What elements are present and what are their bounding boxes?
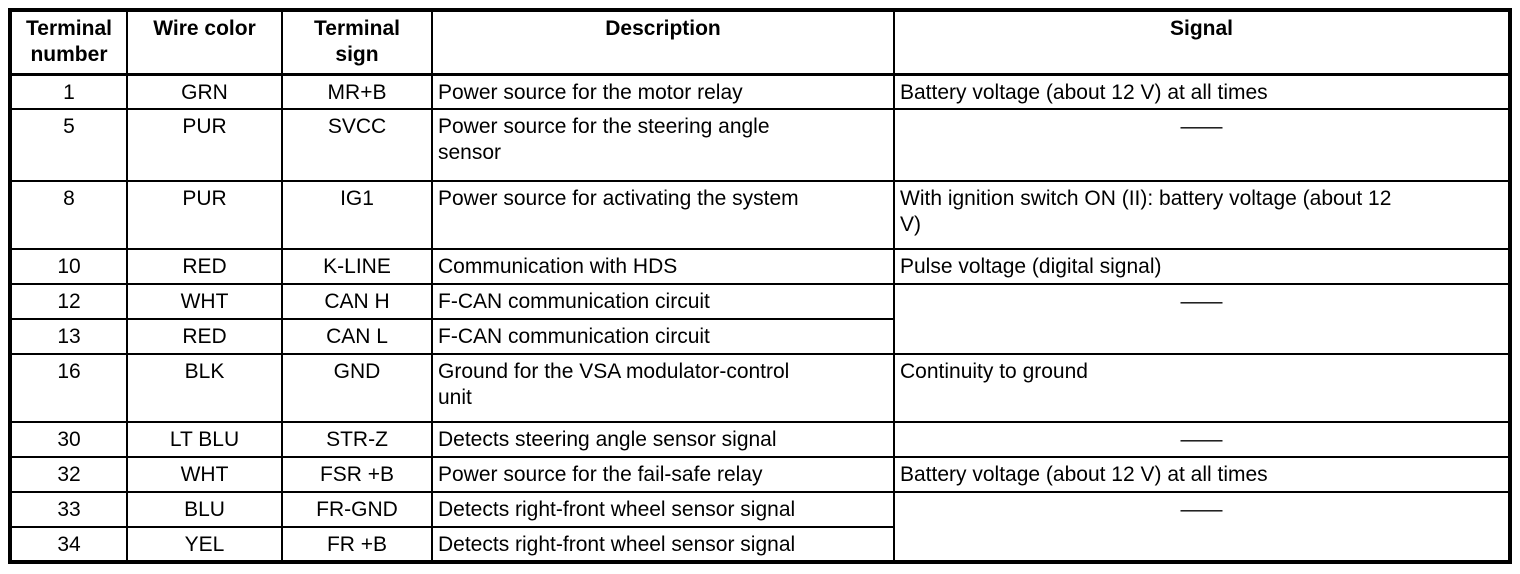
cell-terminal-number: 5 <box>9 108 128 182</box>
terminal-spec-table: Terminal number Wire color Terminal sign… <box>8 8 1512 564</box>
cell-wire-color: WHT <box>126 283 283 320</box>
table-body: 1 GRN MR+B Power source for the motor re… <box>9 73 1511 563</box>
cell-signal-dash-merged: —— <box>893 491 1511 563</box>
cell-terminal-sign: K-LINE <box>281 248 433 285</box>
cell-wire-color: RED <box>126 248 283 285</box>
terminal-spec-table-wrap: Terminal number Wire color Terminal sign… <box>8 8 1512 564</box>
cell-terminal-number: 34 <box>9 526 128 563</box>
cell-terminal-sign: STR-Z <box>281 421 433 458</box>
cell-signal-dash: —— <box>893 421 1511 458</box>
table-row-terminal-5: 5 PUR SVCC Power source for the steering… <box>9 108 1511 182</box>
table-row-terminal-1: 1 GRN MR+B Power source for the motor re… <box>9 73 1511 110</box>
cell-wire-color: WHT <box>126 456 283 493</box>
table-row-terminal-32: 32 WHT FSR +B Power source for the fail-… <box>9 456 1511 493</box>
cell-wire-color: PUR <box>126 108 283 182</box>
cell-signal: Battery voltage (about 12 V) at all time… <box>893 73 1511 110</box>
table-row-terminal-34: 34 YEL FR +B Detects right-front wheel s… <box>9 526 1510 563</box>
cell-wire-color: YEL <box>126 526 283 563</box>
cell-terminal-number: 8 <box>9 180 128 250</box>
cell-terminal-number: 12 <box>9 283 128 320</box>
cell-description: Power source for the fail-safe relay <box>431 456 895 493</box>
cell-terminal-sign: FR +B <box>281 526 433 563</box>
cell-description: F-CAN communication circuit <box>431 318 895 355</box>
cell-description: Detects right-front wheel sensor signal <box>431 526 895 563</box>
cell-description: Power source for the steering angle sens… <box>431 108 895 182</box>
table-row-terminal-13: 13 RED CAN L F-CAN communication circuit <box>9 318 1510 355</box>
table-header-row: Terminal number Wire color Terminal sign… <box>9 9 1511 76</box>
cell-terminal-number: 16 <box>9 353 128 423</box>
column-header-signal: Signal <box>893 9 1511 76</box>
cell-description: Detects steering angle sensor signal <box>431 421 895 458</box>
cell-signal-dash: —— <box>893 108 1511 182</box>
cell-signal: Continuity to ground <box>893 353 1511 423</box>
table-row-terminal-16: 16 BLK GND Ground for the VSA modulator-… <box>9 353 1511 423</box>
cell-description: Ground for the VSA modulator-control uni… <box>431 353 895 423</box>
cell-terminal-number: 33 <box>9 491 128 528</box>
cell-wire-color: GRN <box>126 73 283 110</box>
table-row-terminal-10: 10 RED K-LINE Communication with HDS Pul… <box>9 248 1511 285</box>
cell-wire-color: PUR <box>126 180 283 250</box>
cell-terminal-sign: FSR +B <box>281 456 433 493</box>
cell-wire-color: LT BLU <box>126 421 283 458</box>
cell-terminal-number: 1 <box>9 73 128 110</box>
cell-description: Communication with HDS <box>431 248 895 285</box>
cell-signal: Battery voltage (about 12 V) at all time… <box>893 456 1511 493</box>
cell-terminal-sign: GND <box>281 353 433 423</box>
column-header-description: Description <box>431 9 895 76</box>
cell-description: Power source for activating the system <box>431 180 895 250</box>
cell-terminal-number: 13 <box>9 318 128 355</box>
table-row-terminal-12: 12 WHT CAN H F-CAN communication circuit… <box>9 283 1511 355</box>
table-header: Terminal number Wire color Terminal sign… <box>9 9 1511 76</box>
cell-signal: Pulse voltage (digital signal) <box>893 248 1511 285</box>
cell-description: Power source for the motor relay <box>431 73 895 110</box>
table-row-terminal-33: 33 BLU FR-GND Detects right-front wheel … <box>9 491 1511 563</box>
cell-description: Detects right-front wheel sensor signal <box>431 491 895 528</box>
cell-wire-color: BLU <box>126 491 283 528</box>
table-row-terminal-8: 8 PUR IG1 Power source for activating th… <box>9 180 1511 250</box>
column-header-terminal-number: Terminal number <box>9 9 128 76</box>
cell-terminal-sign: CAN H <box>281 283 433 320</box>
cell-terminal-sign: SVCC <box>281 108 433 182</box>
cell-terminal-number: 30 <box>9 421 128 458</box>
cell-wire-color: BLK <box>126 353 283 423</box>
cell-description: F-CAN communication circuit <box>431 283 895 320</box>
cell-terminal-sign: CAN L <box>281 318 433 355</box>
column-header-wire-color: Wire color <box>126 9 283 76</box>
cell-signal-dash-merged: —— <box>893 283 1511 355</box>
cell-signal: With ignition switch ON (II): battery vo… <box>893 180 1511 250</box>
cell-terminal-number: 10 <box>9 248 128 285</box>
cell-terminal-sign: MR+B <box>281 73 433 110</box>
cell-terminal-sign: FR-GND <box>281 491 433 528</box>
cell-terminal-number: 32 <box>9 456 128 493</box>
cell-terminal-sign: IG1 <box>281 180 433 250</box>
table-row-terminal-30: 30 LT BLU STR-Z Detects steering angle s… <box>9 421 1511 458</box>
cell-wire-color: RED <box>126 318 283 355</box>
column-header-terminal-sign: Terminal sign <box>281 9 433 76</box>
